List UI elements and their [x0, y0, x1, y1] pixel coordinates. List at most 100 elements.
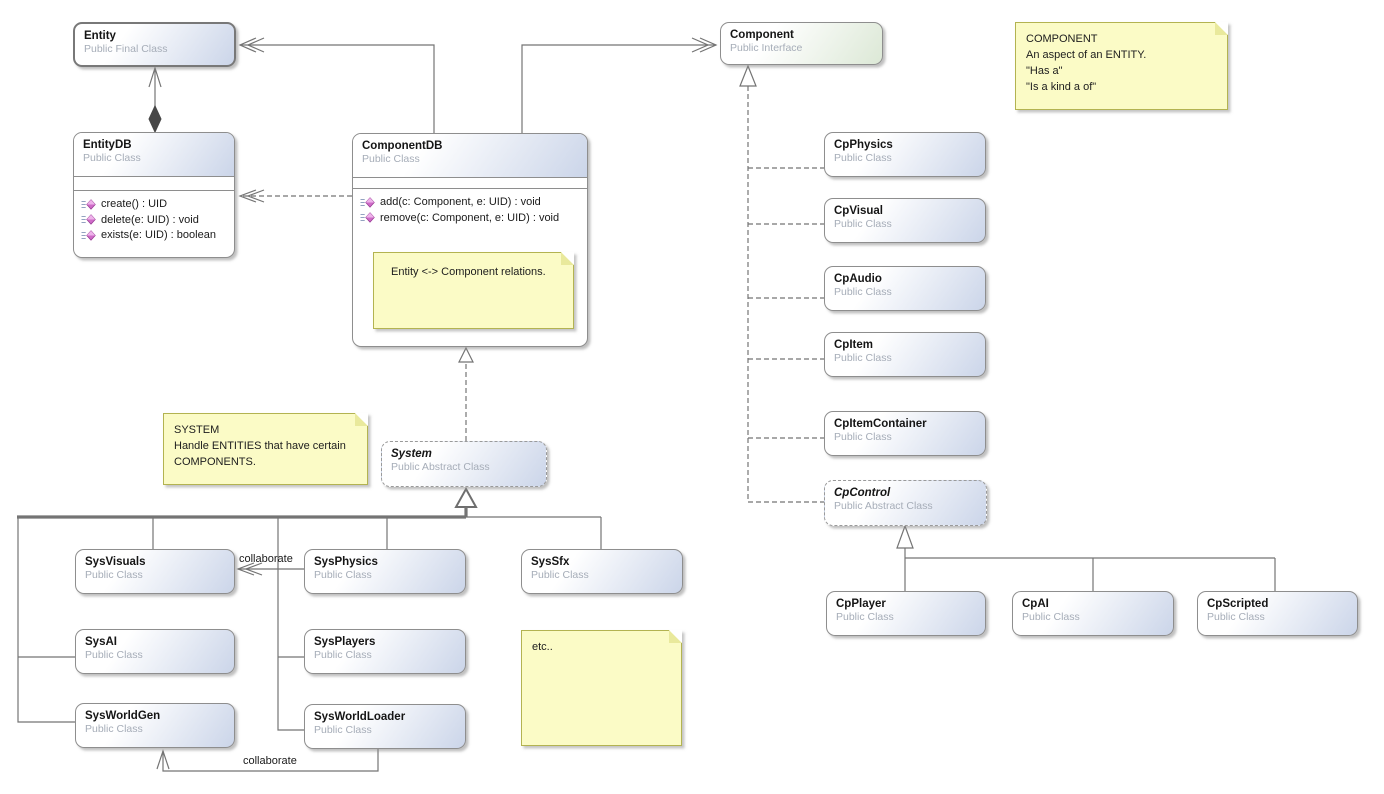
edge-system-componentdb-realization[interactable] [458, 346, 474, 441]
operations-compartment: create() : UID delete(e: UID) : void exi… [74, 191, 234, 241]
note-entity-component-relations[interactable]: Entity <-> Component relations. [373, 252, 574, 329]
class-stereotype: Public Class [834, 286, 892, 298]
edge-collaborate-sysworldloader-sysworldgen[interactable] [156, 749, 379, 772]
class-sysai[interactable]: SysAI Public Class [75, 629, 235, 674]
class-stereotype: Public Class [1207, 611, 1265, 623]
note-line: Entity <-> Component relations. [391, 266, 546, 278]
class-stereotype: Public Abstract Class [834, 500, 933, 512]
method-row[interactable]: delete(e: UID) : void [81, 214, 230, 226]
class-stereotype: Public Class [314, 649, 372, 661]
edge-system-generalizations[interactable] [17, 486, 602, 731]
class-stereotype: Public Interface [730, 42, 803, 54]
method-row[interactable]: add(c: Component, e: UID) : void [360, 196, 583, 208]
note-etc[interactable]: etc.. [521, 630, 682, 746]
note-line: Handle ENTITIES that have certain [174, 440, 346, 452]
edge-label-collaborate-bottom: collaborate [243, 755, 297, 767]
edge-componentdb-entitydb-dependency[interactable] [238, 189, 352, 203]
class-name: Component [730, 29, 794, 41]
class-name: SysWorldGen [85, 710, 161, 722]
class-stereotype: Public Class [834, 152, 892, 164]
edge-label-collaborate-top: collaborate [239, 553, 293, 565]
class-name: SysPhysics [314, 556, 378, 568]
class-name: SysVisuals [85, 556, 146, 568]
note-line: "Has a" [1026, 65, 1063, 77]
note-line: "Is a kind a of" [1026, 81, 1097, 93]
edge-componentdb-entity[interactable] [238, 37, 435, 133]
class-stereotype: Public Class [362, 153, 420, 165]
note-component[interactable]: COMPONENT An aspect of an ENTITY. "Has a… [1015, 22, 1228, 110]
class-cpcontrol[interactable]: CpControl Public Abstract Class [824, 480, 987, 526]
attributes-compartment [353, 178, 587, 189]
class-name: EntityDB [83, 139, 132, 151]
method-icon [81, 198, 96, 210]
class-stereotype: Public Abstract Class [391, 461, 490, 473]
class-cpai[interactable]: CpAI Public Class [1012, 591, 1174, 636]
class-sysvisuals[interactable]: SysVisuals Public Class [75, 549, 235, 594]
class-cpaudio[interactable]: CpAudio Public Class [824, 266, 986, 311]
class-name: ComponentDB [362, 140, 443, 152]
note-system[interactable]: SYSTEM Handle ENTITIES that have certain… [163, 413, 368, 485]
class-name: System [391, 448, 432, 460]
class-stereotype: Public Final Class [84, 43, 168, 55]
note-line: COMPONENTS. [174, 456, 256, 468]
class-cpplayer[interactable]: CpPlayer Public Class [826, 591, 986, 636]
edge-componentdb-component[interactable] [521, 37, 718, 133]
method-row[interactable]: remove(c: Component, e: UID) : void [360, 212, 583, 224]
class-stereotype: Public Class [531, 569, 589, 581]
class-name: CpItemContainer [834, 418, 927, 430]
method-row[interactable]: exists(e: UID) : boolean [81, 229, 230, 241]
class-name: CpScripted [1207, 598, 1269, 610]
edge-collaborate-sysphysics-sysvisuals[interactable] [236, 562, 304, 576]
method-label: exists(e: UID) : boolean [101, 229, 216, 241]
method-row[interactable]: create() : UID [81, 198, 230, 210]
class-entitydb[interactable]: EntityDB Public Class create() : UID del… [73, 132, 235, 258]
class-name: CpPlayer [836, 598, 886, 610]
edge-entitydb-entity-composition[interactable] [148, 66, 162, 134]
class-sysworldgen[interactable]: SysWorldGen Public Class [75, 703, 235, 748]
class-stereotype: Public Class [314, 724, 372, 736]
class-cpscripted[interactable]: CpScripted Public Class [1197, 591, 1358, 636]
class-system[interactable]: System Public Abstract Class [381, 441, 547, 487]
class-header: EntityDB Public Class [74, 133, 234, 177]
note-line: etc.. [532, 641, 553, 653]
class-name: CpAI [1022, 598, 1049, 610]
class-name: SysSfx [531, 556, 570, 568]
class-name: SysWorldLoader [314, 711, 406, 723]
method-icon [360, 196, 375, 208]
class-name: SysAI [85, 636, 117, 648]
class-stereotype: Public Class [85, 569, 143, 581]
class-stereotype: Public Class [1022, 611, 1080, 623]
class-cpitem[interactable]: CpItem Public Class [824, 332, 986, 377]
class-sysworldloader[interactable]: SysWorldLoader Public Class [304, 704, 466, 749]
edge-component-realizations[interactable] [739, 64, 824, 503]
class-header: ComponentDB Public Class [353, 134, 587, 178]
class-entity[interactable]: Entity Public Final Class [73, 22, 236, 67]
class-sysplayers[interactable]: SysPlayers Public Class [304, 629, 466, 674]
class-stereotype: Public Class [83, 152, 141, 164]
class-stereotype: Public Class [834, 218, 892, 230]
class-name: SysPlayers [314, 636, 376, 648]
edge-cpcontrol-generalizations[interactable] [896, 524, 1276, 591]
class-name: CpPhysics [834, 139, 893, 151]
attributes-compartment [74, 177, 234, 191]
class-name: CpAudio [834, 273, 882, 285]
method-label: create() : UID [101, 198, 168, 210]
method-label: delete(e: UID) : void [101, 213, 199, 226]
class-name: CpControl [834, 487, 891, 499]
class-sysphysics[interactable]: SysPhysics Public Class [304, 549, 466, 594]
class-cpitemcontainer[interactable]: CpItemContainer Public Class [824, 411, 986, 456]
class-name: Entity [84, 30, 116, 42]
class-syssfx[interactable]: SysSfx Public Class [521, 549, 683, 594]
operations-compartment: add(c: Component, e: UID) : void remove(… [353, 189, 587, 224]
method-icon [81, 229, 96, 241]
class-cpphysics[interactable]: CpPhysics Public Class [824, 132, 986, 177]
class-stereotype: Public Class [314, 569, 372, 581]
class-stereotype: Public Class [85, 723, 143, 735]
note-line: An aspect of an ENTITY. [1026, 49, 1147, 61]
class-name: CpVisual [834, 205, 883, 217]
class-component[interactable]: Component Public Interface [720, 22, 883, 65]
note-line: SYSTEM [174, 424, 220, 436]
class-cpvisual[interactable]: CpVisual Public Class [824, 198, 986, 243]
